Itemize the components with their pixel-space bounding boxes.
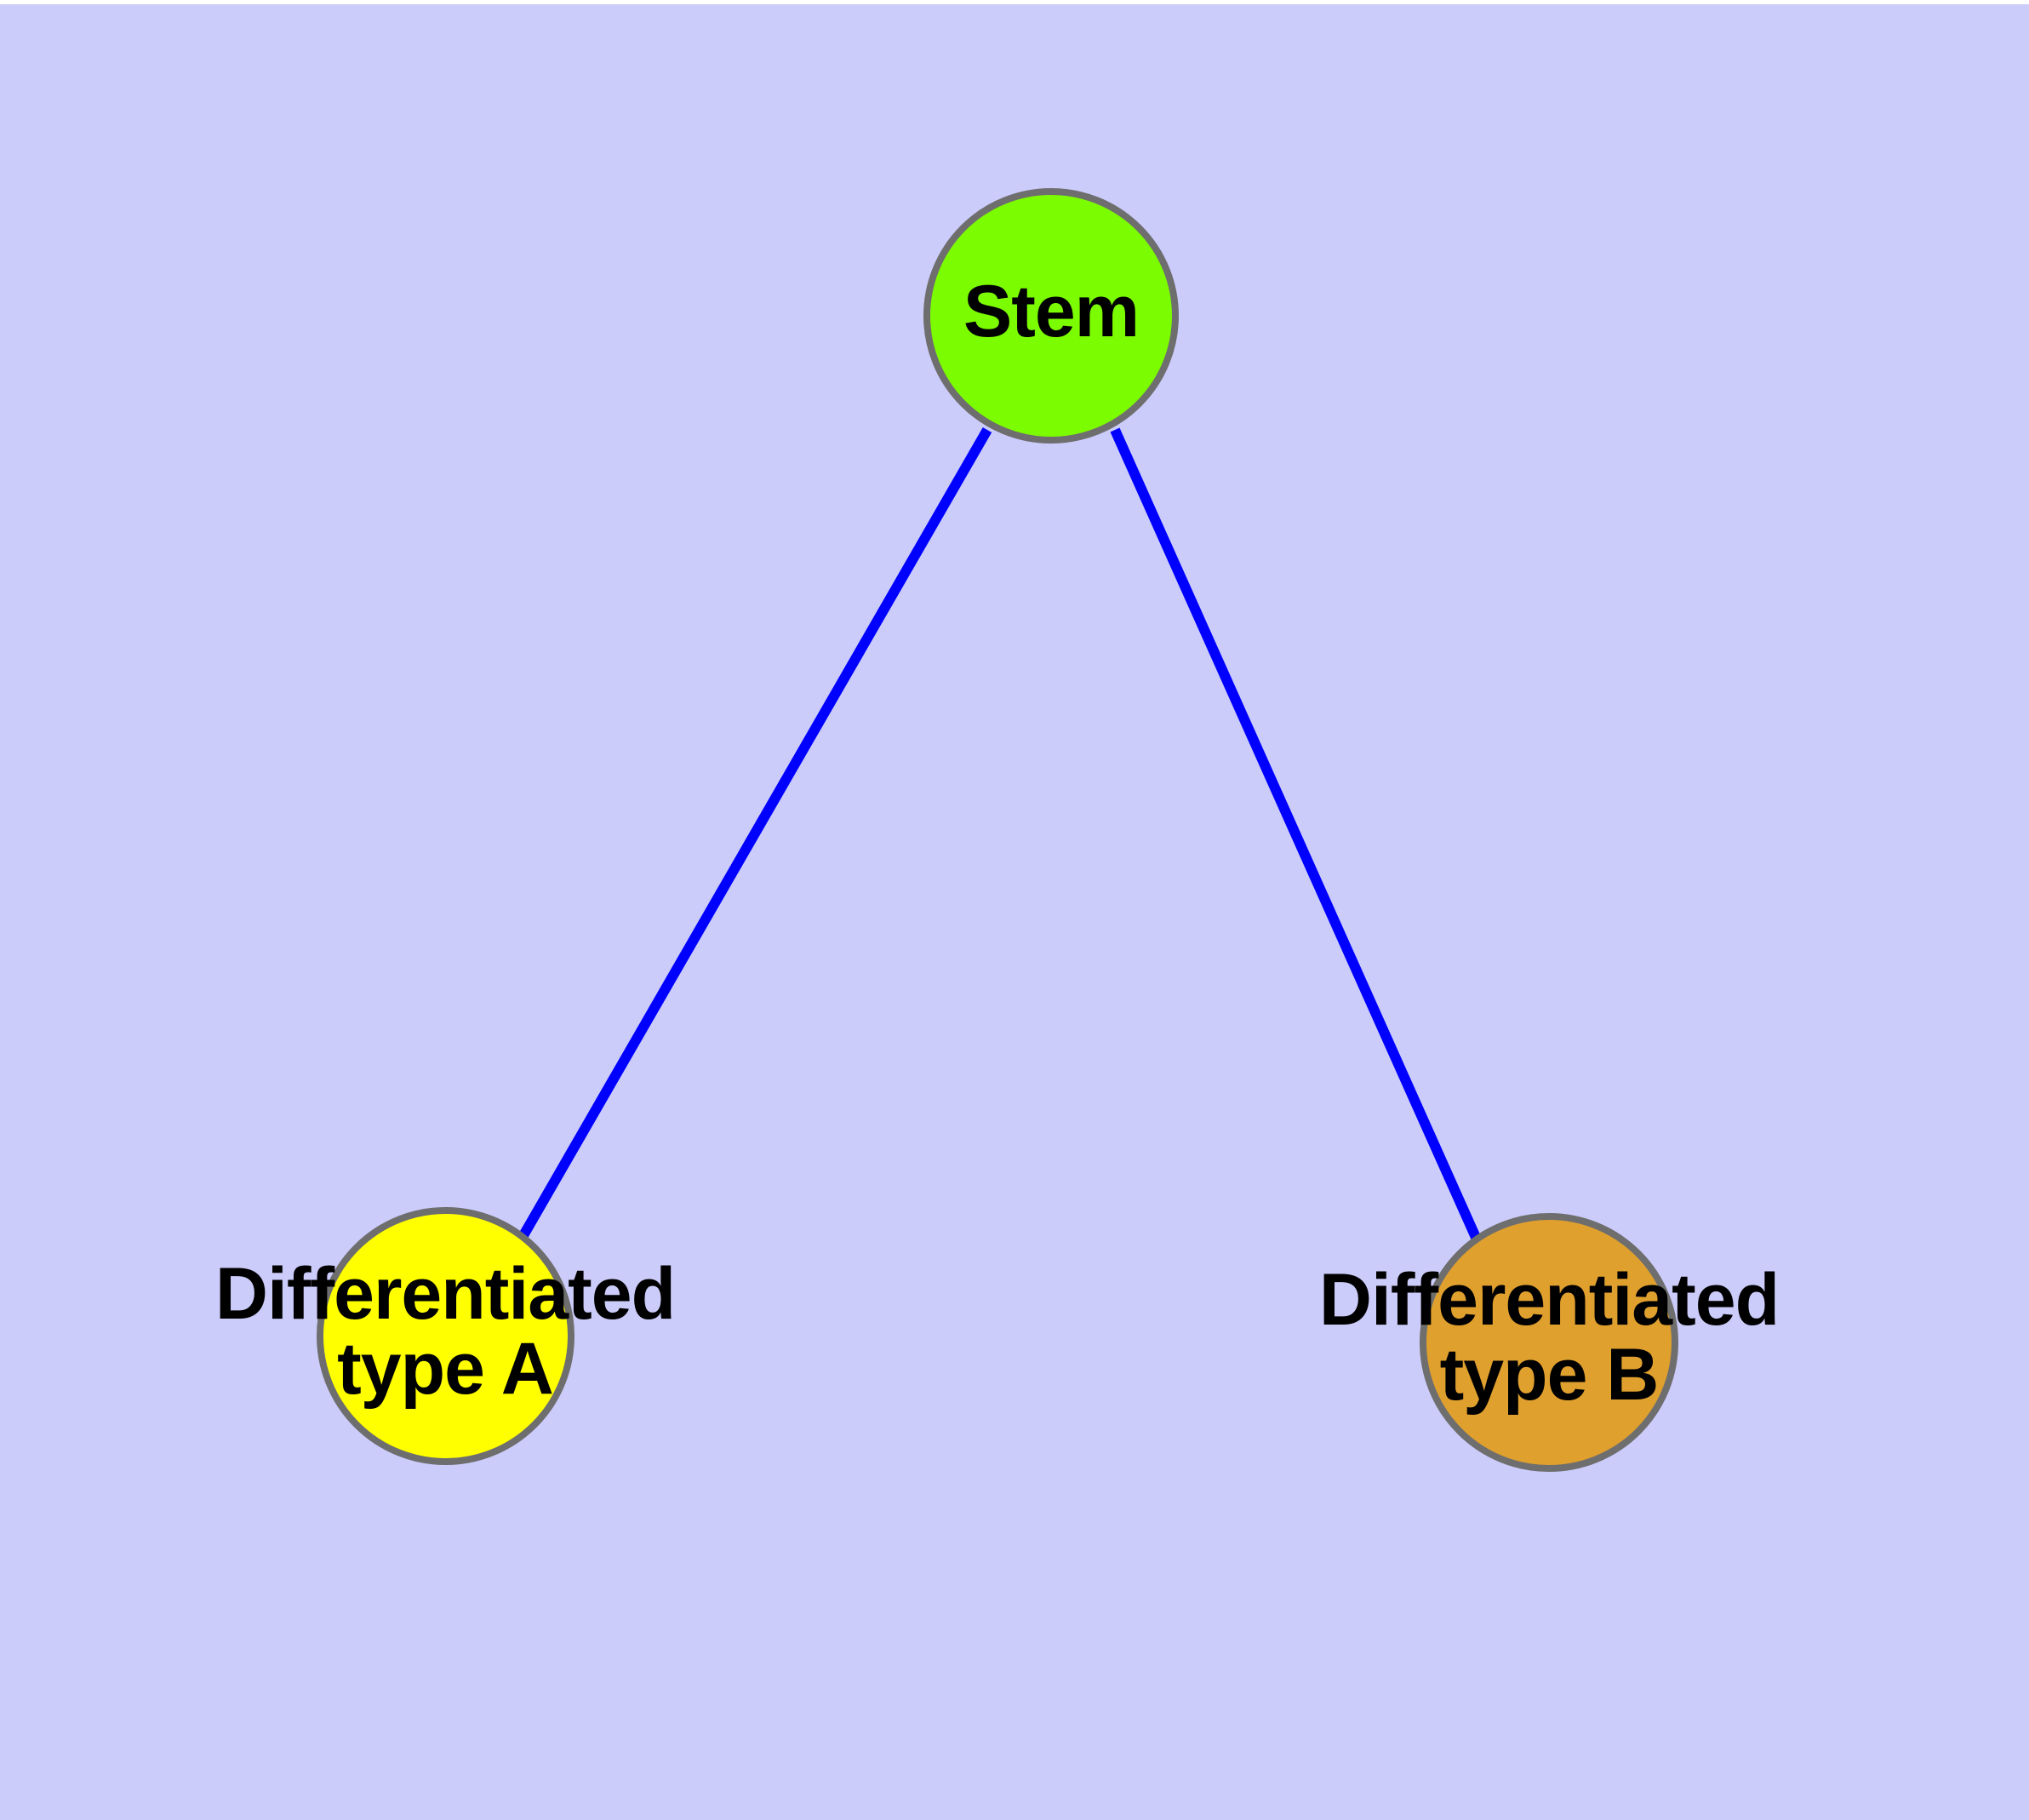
edge-stem-to-differentiated-type-b [1110,427,1486,1251]
node-differentiated-type-a[interactable] [317,1207,574,1465]
edge-stem-to-differentiated-type-a [514,427,992,1245]
node-differentiated-type-b[interactable] [1420,1213,1678,1472]
graph-surface: Stem Differentiated type A Differentiate… [0,4,2029,1820]
edge-layer [514,427,1486,1251]
node-stem[interactable] [923,188,1179,444]
